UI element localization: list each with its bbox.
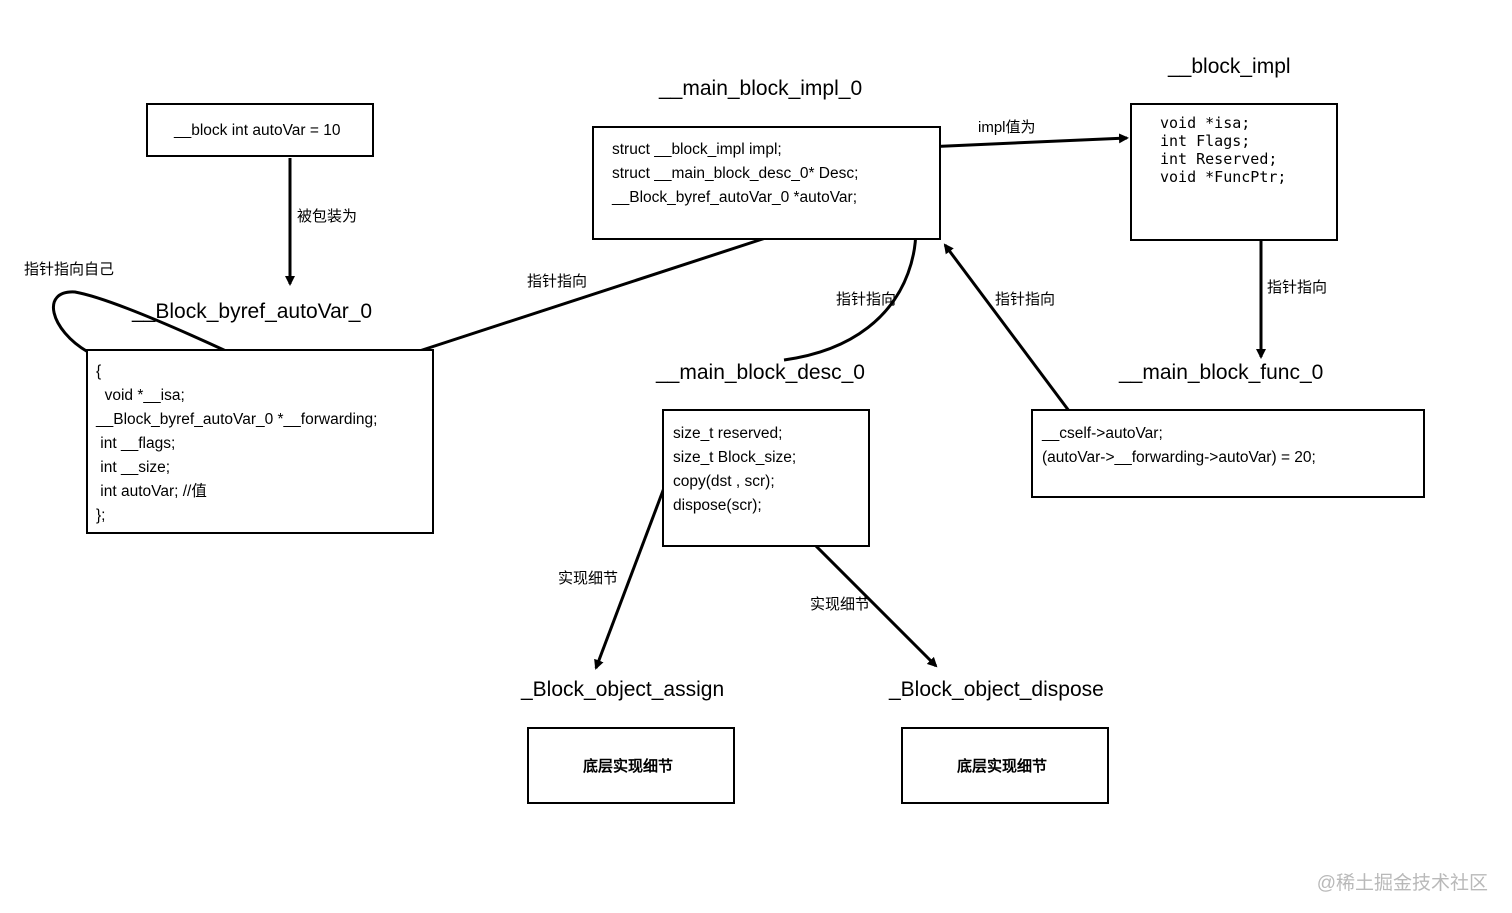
impl-value-label: impl值为 bbox=[978, 119, 1036, 136]
dispose-box-text: 底层实现细节 bbox=[957, 758, 1048, 775]
assign-box: 底层实现细节 bbox=[527, 727, 735, 804]
ptr-from-func-label: 指针指向 bbox=[995, 291, 1056, 308]
byref-box: { void *__isa; __Block_byref_autoVar_0 *… bbox=[86, 349, 434, 534]
main-impl-line-1: struct __main_block_desc_0* Desc; bbox=[612, 165, 859, 182]
block-var-text: __block int autoVar = 10 bbox=[174, 122, 341, 139]
watermark: @稀土掘金技术社区 bbox=[1316, 873, 1488, 894]
ptr-to-func-label: 指针指向 bbox=[1267, 279, 1328, 296]
block-impl-line-3: void *FuncPtr; bbox=[1160, 168, 1287, 186]
desc-title: __main_block_desc_0 bbox=[656, 361, 865, 384]
copy-detail-arrow bbox=[594, 479, 669, 670]
wrapped-label: 被包装为 bbox=[297, 208, 358, 225]
desc-line-2: copy(dst , scr); bbox=[673, 473, 775, 490]
assign-box-text: 底层实现细节 bbox=[583, 758, 674, 775]
block-var-box: __block int autoVar = 10 bbox=[146, 103, 374, 157]
block-impl-line-2: int Reserved; bbox=[1160, 150, 1278, 168]
block-impl-line-0: void *isa; bbox=[1160, 114, 1251, 132]
dispose-box: 底层实现细节 bbox=[901, 727, 1109, 804]
byref-line-2: __Block_byref_autoVar_0 *__forwarding; bbox=[96, 411, 378, 428]
block-impl-title: __block_impl bbox=[1168, 55, 1291, 78]
byref-line-1: void *__isa; bbox=[96, 387, 185, 404]
self-pointer-label: 指针指向自己 bbox=[24, 261, 115, 278]
byref-line-5: int autoVar; //值 bbox=[96, 483, 207, 500]
ptr-to-byref-label: 指针指向 bbox=[527, 273, 588, 290]
assign-title: _Block_object_assign bbox=[521, 678, 725, 701]
main-impl-line-2: __Block_byref_autoVar_0 *autoVar; bbox=[612, 189, 858, 206]
desc-line-1: size_t Block_size; bbox=[673, 449, 797, 466]
main-impl-line-0: struct __block_impl impl; bbox=[612, 141, 782, 158]
byref-line-4: int __size; bbox=[96, 459, 171, 476]
byref-line-6: }; bbox=[96, 507, 106, 524]
block-impl-line-1: int Flags; bbox=[1160, 132, 1251, 150]
dispose-title: _Block_object_dispose bbox=[889, 678, 1104, 701]
ptr-to-desc-label: 指针指向 bbox=[836, 291, 897, 308]
func-title: __main_block_func_0 bbox=[1119, 361, 1324, 384]
copy-detail-label: 实现细节 bbox=[558, 570, 619, 587]
main-impl-box: struct __block_impl impl; struct __main_… bbox=[592, 126, 941, 240]
byref-title: __Block_byref_autoVar_0 bbox=[132, 300, 373, 323]
dispose-detail-label: 实现细节 bbox=[810, 596, 871, 613]
main-impl-title: __main_block_impl_0 bbox=[659, 77, 863, 100]
func-line-0: __cself->autoVar; bbox=[1042, 425, 1163, 442]
block-impl-box: void *isa; int Flags; int Reserved; void… bbox=[1130, 103, 1338, 241]
desc-box: size_t reserved; size_t Block_size; copy… bbox=[662, 409, 870, 547]
func-box: __cself->autoVar; (autoVar->__forwarding… bbox=[1031, 409, 1425, 498]
func-line-1: (autoVar->__forwarding->autoVar) = 20; bbox=[1042, 449, 1316, 466]
func-to-impl-arrow bbox=[943, 243, 1080, 424]
byref-line-0: { bbox=[96, 363, 102, 380]
desc-line-3: dispose(scr); bbox=[673, 497, 762, 514]
desc-line-0: size_t reserved; bbox=[673, 425, 783, 442]
byref-line-3: int __flags; bbox=[96, 435, 176, 452]
